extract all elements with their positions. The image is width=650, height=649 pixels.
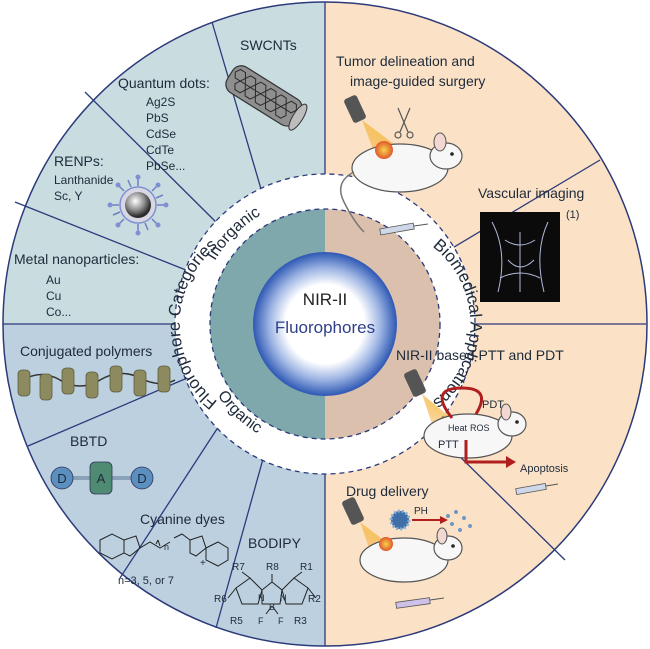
renps-item: Sc, Y [54,189,82,203]
qd-item: Ag2S [146,95,175,109]
ptt-pdt-title: NIR-II based PTT and PDT [396,347,564,363]
swcnts-section: SWCNTs [225,37,308,131]
bodipy-title: BODIPY [248,535,302,551]
svg-text:D: D [57,471,66,486]
qd-item: PbS [146,111,169,125]
metal-item: Cu [46,289,61,303]
svg-text:B: B [269,602,275,612]
center-subtitle: Fluorophores [275,318,375,337]
donor-unit-left [50,466,74,490]
vascular-ref: (1) [566,209,579,221]
sector-dividers [3,2,646,646]
cyanine-structure-icon [99,533,229,567]
metal-item: Au [46,273,61,287]
drug-delivery-section: Drug delivery PH [342,483,472,609]
quantum-dots-title: Quantum dots: [118,75,210,91]
svg-text:R2: R2 [308,594,321,605]
bodipy-section: BODIPY R7 R8 R1 R6 R2 R5 R3 N N B F F [214,535,321,627]
tumor-subtitle: image-guided surgery [350,73,485,89]
svg-text:N: N [280,593,287,603]
swcnts-title: SWCNTs [240,37,297,53]
ptt-pdt-section: NIR-II based PTT and PDT PDT PTT Heat RO… [396,347,569,496]
svg-text:F: F [278,616,284,626]
metal-item: Co... [46,305,71,319]
cyanine-dyes-section: Cyanine dyes n + n=3, 5, or 7 [99,511,229,587]
metal-title: Metal nanoparticles: [14,251,139,267]
svg-text:R7: R7 [232,562,245,573]
cyanine-title: Cyanine dyes [140,511,225,527]
bodipy-structure-icon [227,571,317,615]
vascular-imaging-section: Vascular imaging (1) [478,185,584,302]
svg-text:R3: R3 [294,616,307,627]
pdt-cycle-arrow [440,386,484,419]
svg-text:R6: R6 [214,594,227,605]
ph-label: PH [414,506,428,517]
center-title: NIR-II [303,290,347,309]
polymers-title: Conjugated polymers [20,343,152,359]
ros-label: ROS [470,423,490,433]
scissors-icon [394,107,414,139]
heat-label: Heat [448,423,468,433]
pdt-label: PDT [482,399,504,411]
ptt-label: PTT [438,439,459,451]
acceptor-unit [89,461,113,495]
svg-text:A: A [97,471,106,486]
donor-unit-right [130,466,154,490]
mouse-icon [423,403,527,459]
svg-text:R1: R1 [300,562,313,573]
svg-text:F: F [258,616,264,626]
svg-text:N: N [258,593,265,603]
tumor-title: Tumor delineation and [336,53,475,69]
quantum-dots-section: Quantum dots: Ag2S PbS CdSe CdTe PbSe... [118,75,210,173]
nanotube-icon [225,65,308,131]
vascular-title: Vascular imaging [478,185,584,201]
syringe-icon [395,597,445,609]
mouse-icon [359,527,463,583]
qd-item: CdSe [146,127,176,141]
tumor-section: Tumor delineation and image-guided surge… [336,53,485,236]
svg-text:R5: R5 [230,616,243,627]
bbtd-section: BBTD D A D [50,433,154,495]
renps-section: RENPs: Lanthanide Sc, Y [54,153,169,236]
apoptosis-label: Apoptosis [520,463,569,475]
qd-item: PbSe... [146,159,185,173]
syringe-icon [379,222,429,236]
svg-text:R8: R8 [266,562,279,573]
renps-item: Lanthanide [54,173,114,187]
center-circle [253,252,397,396]
svg-text:D: D [137,471,146,486]
vessel-image-icon [491,221,549,293]
nanocarrier-icon [389,509,472,532]
rare-earth-nanoparticle-icon [107,174,169,236]
conjugated-polymers-section: Conjugated polymers [17,343,176,401]
apoptosis-arrow [464,440,506,464]
middle-ring-outline [174,173,476,475]
syringe-icon [515,482,559,496]
bbtd-title: BBTD [70,433,107,449]
svg-text:+: + [200,558,206,569]
mouse-icon [339,132,463,233]
drug-delivery-title: Drug delivery [346,483,428,499]
qd-item: CdTe [146,143,174,157]
cyanine-n-values: n=3, 5, or 7 [118,575,174,587]
svg-text:n: n [164,542,169,552]
polymer-chain-icon [17,365,176,401]
metal-nanoparticles-section: Metal nanoparticles: Au Cu Co... [14,251,139,319]
renps-title: RENPs: [54,153,104,169]
